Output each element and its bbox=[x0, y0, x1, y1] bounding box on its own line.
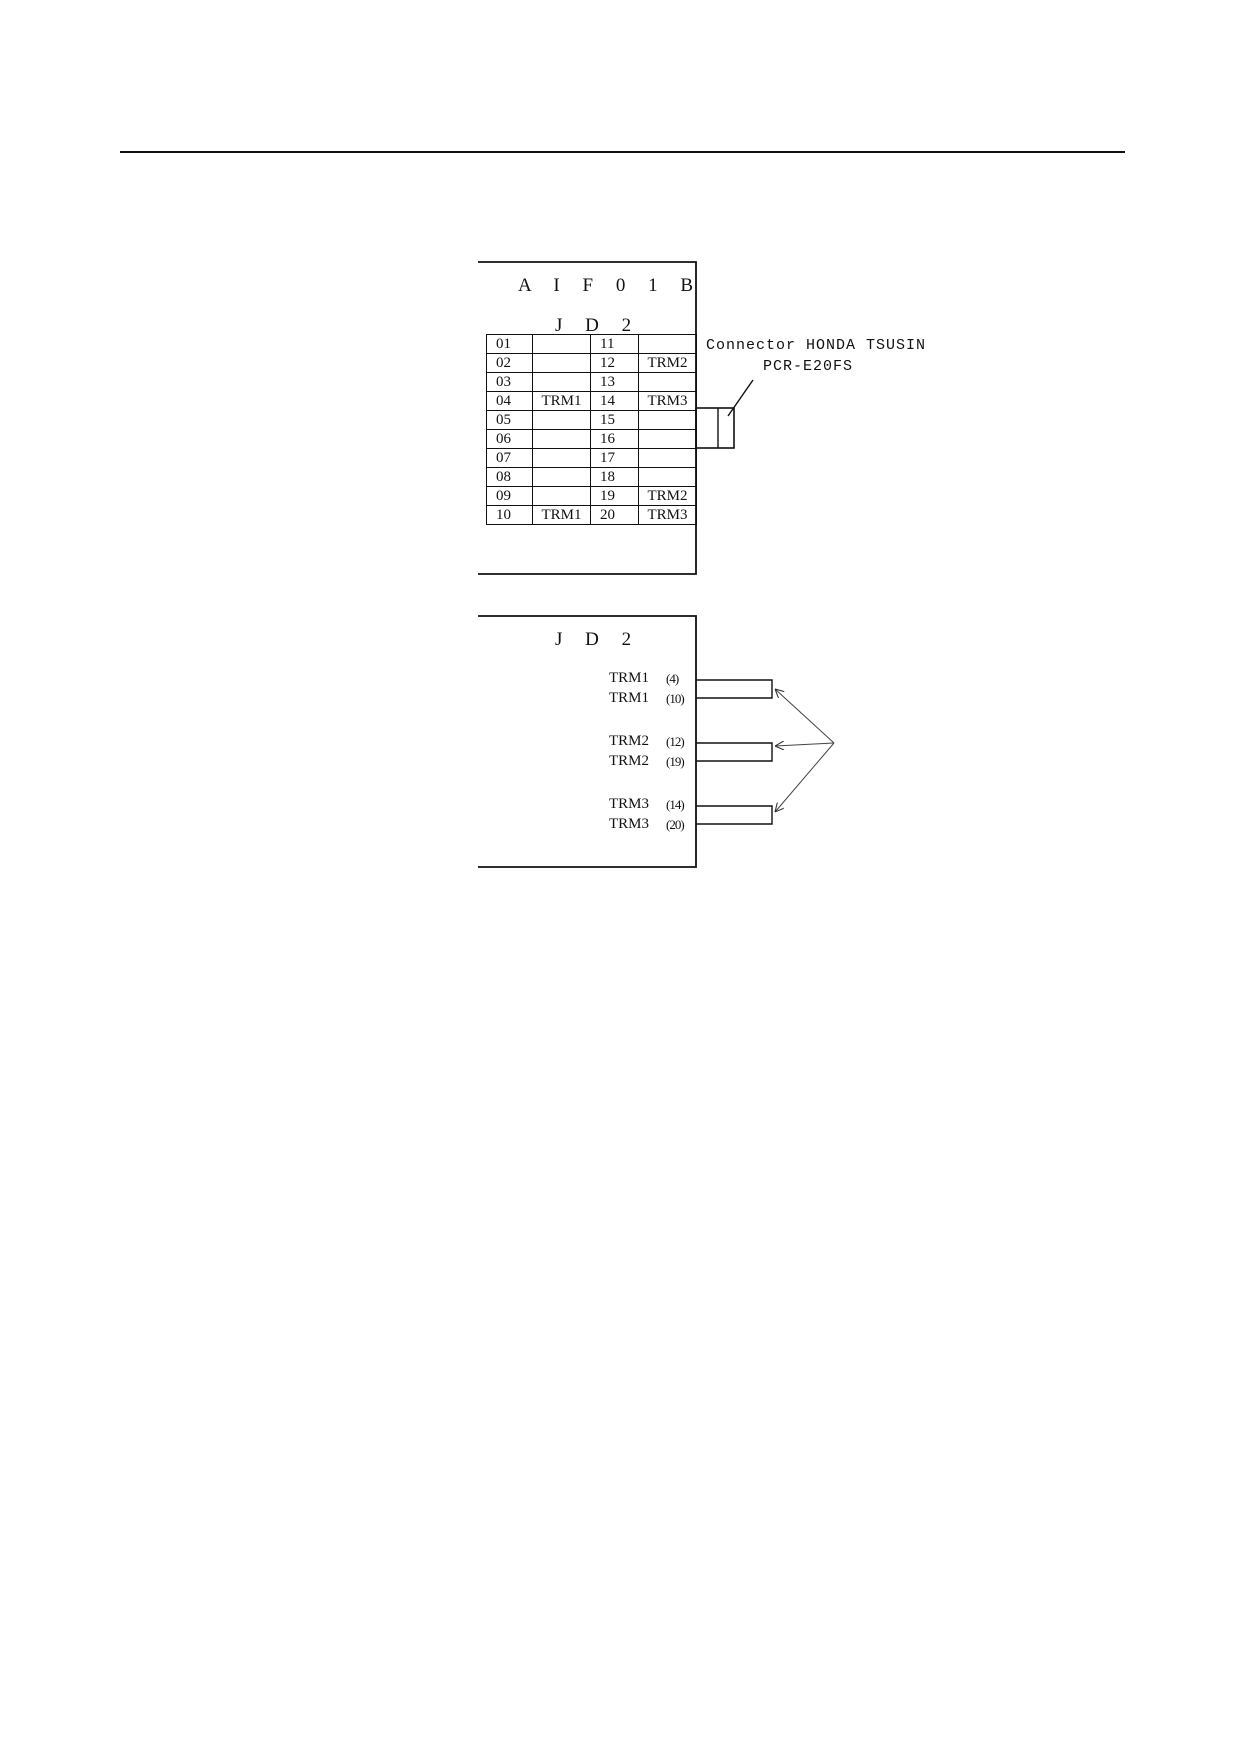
trm3-loop bbox=[696, 805, 773, 825]
trm2-loop bbox=[696, 742, 773, 762]
left-pin-cell: 05 bbox=[486, 410, 533, 430]
right-pin-cell: 15 bbox=[590, 410, 639, 430]
connector-note-line1: Connector HONDA TSUSIN bbox=[706, 337, 927, 354]
arrow-to-trm3 bbox=[775, 742, 835, 812]
header-rule bbox=[120, 151, 1125, 153]
right-pin-cell: 17 bbox=[590, 448, 639, 468]
wiring-signal-4: TRM2 bbox=[609, 753, 650, 769]
connector-note-line2: PCR-E20FS bbox=[763, 358, 854, 375]
left-pin-cell: 02 bbox=[486, 353, 533, 373]
wiring-signal-1: TRM1 bbox=[609, 670, 650, 686]
left-pin-cell: 08 bbox=[486, 467, 533, 487]
left-signal-cell: TRM1 bbox=[532, 505, 591, 525]
wiring-signal-2: TRM1 bbox=[609, 690, 650, 706]
right-pin-cell: 20 bbox=[590, 505, 639, 525]
arrow-to-trm2 bbox=[775, 743, 835, 746]
right-signal-cell: TRM2 bbox=[638, 486, 697, 506]
wiring-pin-5: (14) bbox=[666, 797, 685, 812]
right-pin-cell: 18 bbox=[590, 467, 639, 487]
connector-leader-line bbox=[727, 379, 754, 417]
wiring-signal-5: TRM3 bbox=[609, 796, 650, 812]
wiring-outline bbox=[478, 615, 697, 868]
arrow-to-trm1 bbox=[775, 689, 835, 744]
wiring-signal-3: TRM2 bbox=[609, 733, 650, 749]
wiring-connector-label: J D 2 bbox=[555, 629, 641, 650]
board-outline bbox=[478, 261, 697, 575]
pin-table-row: 05 15 bbox=[486, 410, 697, 430]
wiring-pin-2: (10) bbox=[666, 691, 685, 706]
wiring-pin-6: (20) bbox=[666, 817, 685, 832]
right-signal-cell: TRM3 bbox=[638, 505, 697, 525]
board-name: A I F 0 1 B bbox=[518, 275, 702, 296]
trm1-loop bbox=[696, 679, 773, 699]
right-pin-cell: 19 bbox=[590, 486, 639, 506]
wiring-pin-3: (12) bbox=[666, 734, 685, 749]
left-pin-cell: 09 bbox=[486, 486, 533, 506]
wiring-signal-6: TRM3 bbox=[609, 816, 650, 832]
connector-body bbox=[695, 407, 735, 449]
left-signal-cell: TRM1 bbox=[532, 391, 591, 411]
wiring-pin-4: (19) bbox=[666, 754, 685, 769]
pin-table-connector-label: J D 2 bbox=[555, 315, 641, 336]
left-pin-cell: 10 bbox=[486, 505, 533, 525]
wiring-pin-1: (4) bbox=[666, 671, 679, 686]
